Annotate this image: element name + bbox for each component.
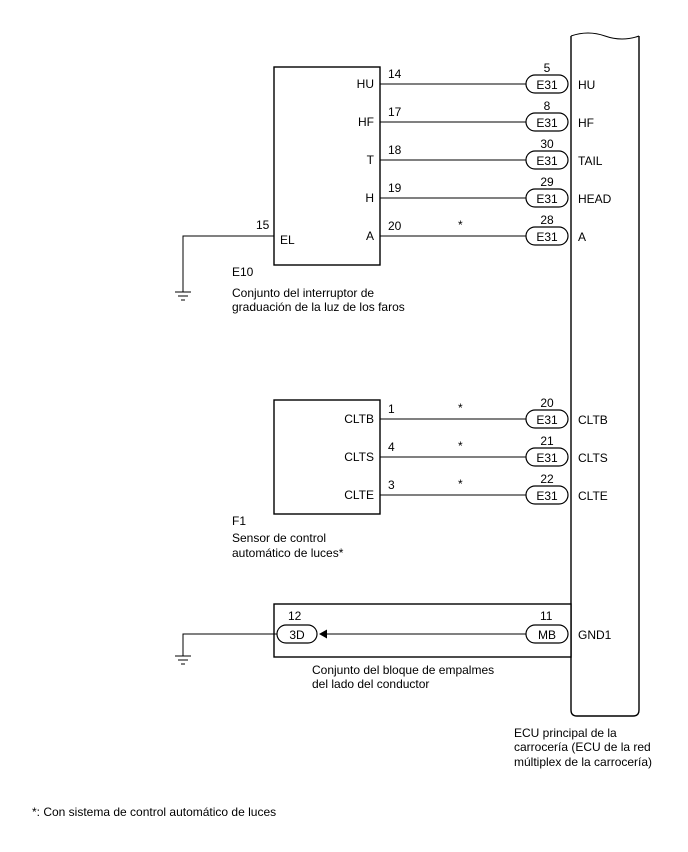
ecu-name-line2: carrocería (ECU de la red: [514, 740, 651, 754]
junction-left-pin: 12: [288, 609, 302, 623]
connector-label: E31: [536, 413, 558, 427]
switch-name-line2: graduación de la luz de los faros: [232, 300, 405, 314]
sensor-code: F1: [232, 514, 246, 528]
sensor-name-line1: Sensor de control: [232, 531, 326, 545]
ecu-body: [570, 32, 640, 717]
ecu-pin-number: 20: [540, 396, 554, 410]
connector-label: E31: [536, 192, 558, 206]
switch-pin-number: 18: [388, 143, 402, 157]
connector-label: E31: [536, 78, 558, 92]
connector-label: E31: [536, 230, 558, 244]
ecu-pin-number: 21: [540, 434, 554, 448]
ecu-pin-number: 28: [540, 213, 554, 227]
junction-ground-wire: [182, 633, 277, 656]
junction-name-line1: Conjunto del bloque de empalmes: [312, 663, 494, 677]
ecu-pin-label: CLTB: [578, 413, 608, 427]
switch-pin-label: H: [365, 191, 374, 205]
sensor-name-line2: automático de luces*: [232, 546, 344, 560]
switch-ground-wire: [182, 235, 274, 292]
switch-pin-label: A: [366, 229, 374, 243]
connector-e31: [525, 150, 569, 170]
connector-label: E31: [536, 451, 558, 465]
switch-name-line1: Conjunto del interruptor de: [232, 286, 374, 300]
connector-label: E31: [536, 154, 558, 168]
switch-pin-number: 20: [388, 219, 402, 233]
junction-block-box: [273, 603, 572, 658]
sensor-pin-number: 3: [388, 478, 395, 492]
ecu-name-line3: múltiplex de la carrocería): [514, 755, 652, 769]
sensor-pin-label: CLTE: [344, 488, 374, 502]
connector-e31: [525, 447, 569, 467]
ground-icon: [175, 655, 191, 665]
connector-e31: [525, 74, 569, 94]
connector-mb: [525, 624, 569, 644]
ecu-pin-label: HEAD: [578, 192, 612, 206]
ecu-pin-label: HU: [578, 78, 595, 92]
splice-arrow-icon: [319, 629, 327, 639]
switch-ground-label: EL: [280, 233, 295, 247]
connector-e31: [525, 188, 569, 208]
connector-e31: [525, 112, 569, 132]
connector-label: E31: [536, 489, 558, 503]
ecu-pin-label: HF: [578, 116, 594, 130]
footnote-marker: *: [458, 218, 463, 232]
junction-name-line2: del lado del conductor: [312, 677, 429, 691]
sensor-pin-number: 4: [388, 440, 395, 454]
switch-pin-label: HU: [357, 77, 374, 91]
ecu-pin-number: 30: [540, 137, 554, 151]
ecu-name-line1: ECU principal de la: [514, 726, 617, 740]
sensor-pin-number: 1: [388, 402, 395, 416]
ecu-pin-number: 22: [540, 472, 554, 486]
ecu-pin-label: CLTS: [578, 451, 608, 465]
ecu-pin-gnd1: GND1: [578, 628, 612, 642]
sensor-pin-label: CLTB: [344, 412, 374, 426]
junction-right-pin: 11: [540, 609, 553, 623]
switch-pin-label: HF: [358, 115, 374, 129]
ecu-pin-label: TAIL: [578, 154, 603, 168]
switch-code: E10: [232, 265, 254, 279]
footnote-marker: *: [458, 477, 463, 491]
switch-ground-pin: 15: [256, 218, 270, 232]
connector-e31: [525, 226, 569, 246]
ecu-pin-number: 29: [540, 175, 554, 189]
connector-3d-label: 3D: [289, 628, 305, 642]
connector-mb-label: MB: [538, 628, 556, 642]
connector-e31: [525, 409, 569, 429]
ecu-pin-label: A: [578, 230, 586, 244]
ground-icon: [175, 291, 191, 301]
footnote-marker: *: [458, 401, 463, 415]
connector-label: E31: [536, 116, 558, 130]
footnote-marker: *: [458, 439, 463, 453]
ecu-pin-label: CLTE: [578, 489, 608, 503]
ecu-pin-number: 8: [544, 99, 551, 113]
switch-pin-number: 17: [388, 105, 402, 119]
switch-pin-number: 19: [388, 181, 402, 195]
connector-e31: [525, 485, 569, 505]
switch-box: [273, 66, 381, 266]
ecu-pin-number: 5: [544, 61, 551, 75]
switch-pin-label: T: [367, 153, 375, 167]
sensor-pin-label: CLTS: [344, 450, 374, 464]
footnote: *: Con sistema de control automático de …: [32, 805, 276, 819]
switch-pin-number: 14: [388, 67, 402, 81]
